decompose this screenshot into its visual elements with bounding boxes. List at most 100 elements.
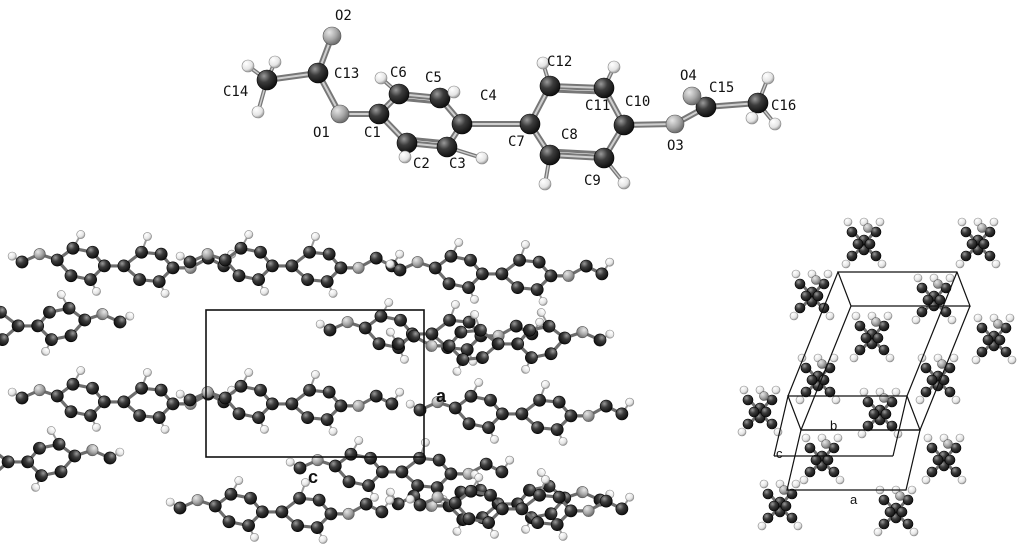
packed-carbon (33, 441, 46, 455)
packed-carbon (448, 401, 462, 415)
stack-hydrogen (955, 433, 965, 443)
atom-label-O2: O2 (335, 8, 352, 24)
packed-oxygen (576, 486, 589, 499)
stack-carbon (934, 294, 946, 306)
packed-hydrogen (385, 495, 395, 505)
packed-carbon (15, 391, 29, 405)
axis-label-c: c (308, 467, 318, 487)
packed-hydrogen (421, 438, 430, 447)
packed-carbon (544, 347, 558, 361)
packed-oxygen (201, 248, 214, 261)
packed-carbon (334, 399, 348, 413)
packed-carbon (464, 253, 477, 267)
stack-carbon (860, 332, 872, 344)
packed-hydrogen (535, 317, 545, 327)
packed-carbon (491, 337, 505, 351)
packed-carbon (312, 493, 326, 507)
stack-hydrogen (971, 355, 981, 365)
stack-carbon (922, 294, 934, 306)
stack-carbon (768, 500, 780, 512)
atom-C8 (539, 144, 561, 166)
packed-hydrogen (76, 230, 86, 239)
packed-carbon (232, 407, 246, 421)
packed-carbon (495, 465, 509, 479)
packed-carbon (391, 337, 405, 351)
packed-carbon (374, 309, 388, 323)
hydrogen-atom-7 (536, 56, 550, 70)
packed-oxygen (411, 256, 424, 269)
stack-hydrogen (737, 427, 747, 437)
packed-hydrogen (405, 494, 415, 504)
packed-carbon (482, 421, 495, 435)
atom-label-O4: O4 (680, 68, 697, 84)
stack-carbon (950, 466, 962, 478)
packed-carbon (324, 507, 338, 521)
packed-hydrogen (315, 319, 325, 329)
packed-oxygen (576, 326, 589, 339)
stack-carbon (984, 250, 996, 262)
packed-hydrogen (536, 468, 546, 477)
stack-hydrogen (841, 259, 851, 269)
stack-carbon (1000, 346, 1012, 358)
stack-carbon (920, 362, 932, 374)
packed-hydrogen (41, 346, 50, 356)
packed-carbon (66, 377, 80, 391)
packed-hydrogen (92, 286, 101, 296)
stack-hydrogen (883, 311, 893, 321)
packed-carbon (252, 411, 265, 425)
packed-carbon (291, 519, 304, 533)
packed-carbon (35, 469, 48, 483)
stack-hydrogen (849, 353, 859, 363)
packed-hydrogen (311, 232, 320, 241)
packed-hydrogen (370, 492, 379, 502)
stack-hydrogen (909, 527, 919, 537)
stack-carbon (794, 278, 806, 290)
packed-carbon (442, 339, 456, 353)
packed-carbon (232, 269, 246, 283)
packed-hydrogen (505, 455, 515, 465)
stack-carbon (800, 386, 812, 398)
stack-oxygen (933, 279, 943, 289)
atom-label-C4: C4 (480, 88, 497, 104)
atom-O1 (330, 104, 350, 124)
stack-hydrogen (885, 353, 895, 363)
atom-C11 (593, 77, 615, 99)
stack-hydrogen (973, 313, 983, 323)
packed-carbon (322, 385, 336, 399)
packed-carbon (254, 245, 267, 259)
packed-carbon (234, 379, 248, 393)
stack-carbon (976, 346, 988, 358)
hydrogen-atom-12 (768, 117, 782, 131)
packed-carbon (152, 411, 166, 424)
packed-hydrogen (452, 526, 462, 536)
stack-hydrogen (951, 395, 961, 405)
packed-carbon (593, 333, 607, 347)
packed-carbon (444, 467, 458, 481)
packed-carbon (369, 389, 383, 403)
packed-carbon (509, 319, 523, 333)
hydrogen-atom-3 (374, 71, 388, 85)
stack-carbon (818, 374, 830, 386)
packed-carbon (599, 399, 613, 413)
stack-hydrogen (875, 217, 885, 227)
atom-label-C14: C14 (223, 84, 248, 100)
atom-C13 (307, 62, 329, 84)
packed-carbon (303, 383, 316, 397)
hydrogen-atom-1 (251, 105, 265, 119)
packed-carbon (462, 512, 476, 526)
stack-carbon (884, 506, 896, 518)
hydrogen-atom-9 (617, 176, 631, 190)
packed-hydrogen (56, 290, 66, 299)
packed-hydrogen (244, 368, 254, 377)
packed-carbon (52, 437, 66, 451)
stack-hydrogen (877, 259, 887, 269)
packed-carbon (342, 475, 356, 489)
atom-C15 (695, 96, 717, 118)
stack-carbon (854, 344, 866, 356)
double-bond-C6-C5 (404, 98, 434, 104)
packed-carbon (152, 275, 166, 288)
packed-oxygen (33, 248, 46, 261)
packed-carbon (224, 487, 238, 501)
packed-carbon (133, 273, 146, 287)
